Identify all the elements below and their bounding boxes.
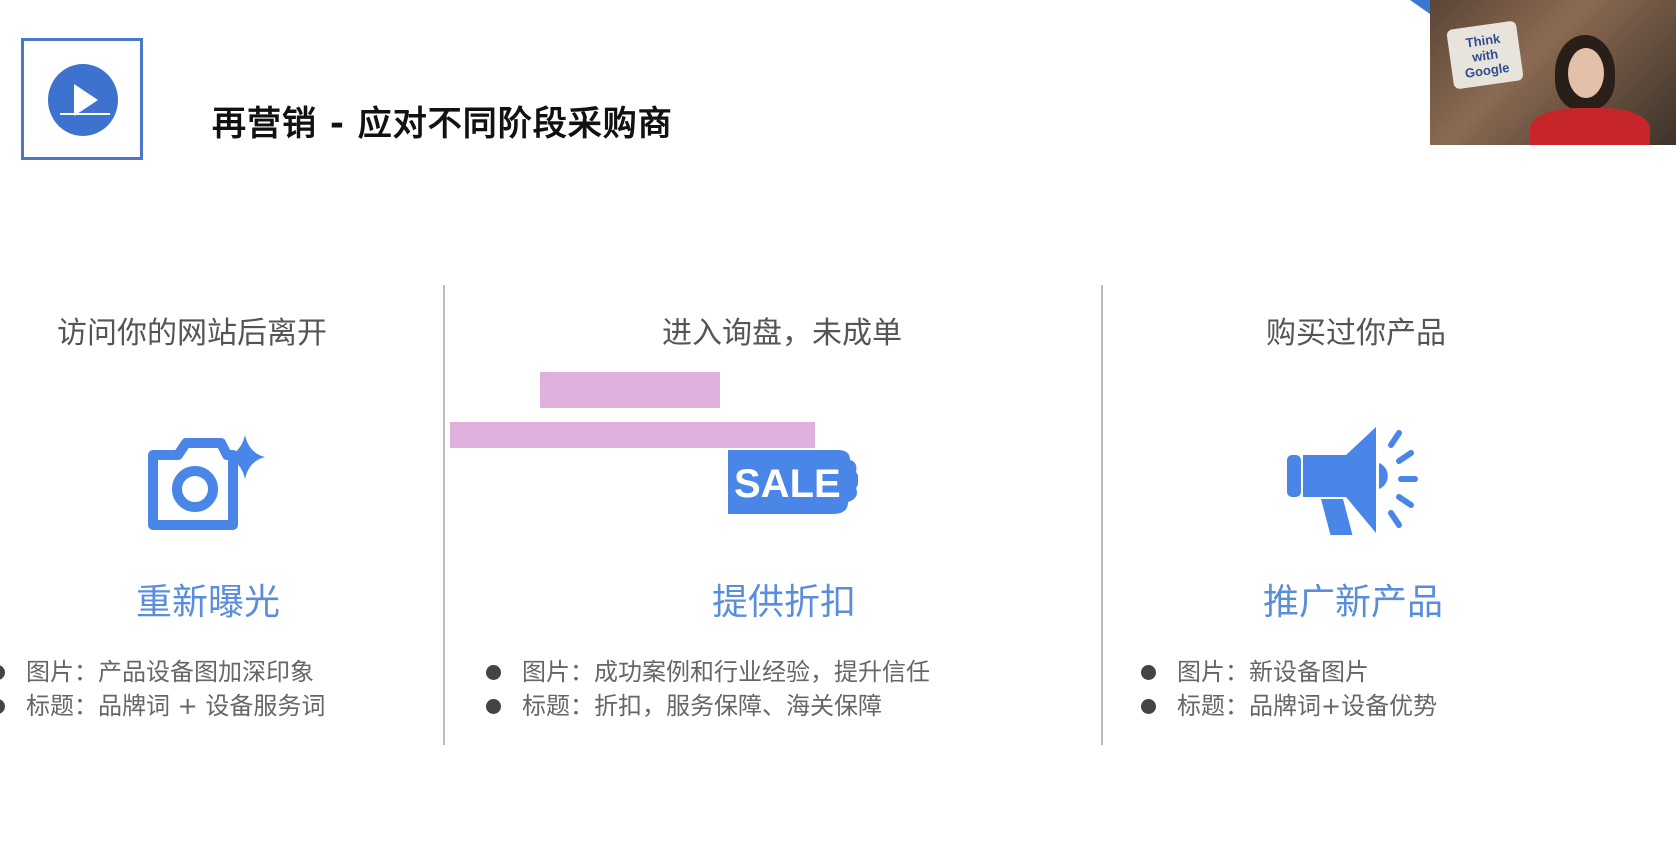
bullet-list: 图片：新设备图片 标题：品牌词+设备优势 — [1141, 655, 1437, 723]
column-label: 推广新产品 — [1262, 582, 1444, 623]
megaphone-icon — [1281, 425, 1431, 537]
sale-text: SALE — [734, 462, 841, 506]
list-item: 标题：折扣，服务保障、海关保障 — [486, 689, 930, 723]
list-item: 标题：品牌词 + 设备服务词 — [0, 689, 325, 723]
page-title: 再营销 - 应对不同阶段采购商 — [212, 104, 673, 144]
column-heading: 访问你的网站后离开 — [57, 316, 327, 351]
column-divider — [443, 285, 445, 745]
column-heading: 进入询盘，未成单 — [662, 316, 902, 351]
webcam-video: Think with Google — [1430, 0, 1676, 145]
bullet-list: 图片：成功案例和行业经验，提升信任 标题：折扣，服务保障、海关保障 — [486, 655, 930, 723]
column-label: 重新曝光 — [135, 582, 281, 623]
camera-sparkle-icon — [143, 425, 273, 535]
sale-tag-icon: SALE — [728, 445, 859, 525]
play-logo-icon — [48, 64, 118, 136]
column-divider — [1101, 285, 1103, 745]
column-label: 提供折扣 — [711, 582, 857, 623]
corner-accent — [1410, 0, 1430, 14]
blurred-watermark — [540, 372, 720, 408]
person-shirt — [1530, 108, 1650, 145]
sign-text: Think with Google — [1463, 30, 1511, 81]
person-face — [1568, 48, 1604, 98]
logo-frame — [21, 38, 143, 160]
column-heading: 购买过你产品 — [1266, 316, 1446, 351]
list-item: 图片：产品设备图加深印象 — [0, 655, 325, 689]
blurred-watermark — [450, 422, 815, 448]
think-with-google-sign: Think with Google — [1446, 20, 1524, 90]
bullet-list: 图片：产品设备图加深印象 标题：品牌词 + 设备服务词 — [0, 655, 325, 723]
list-item: 标题：品牌词+设备优势 — [1141, 689, 1437, 723]
list-item: 图片：新设备图片 — [1141, 655, 1437, 689]
list-item: 图片：成功案例和行业经验，提升信任 — [486, 655, 930, 689]
